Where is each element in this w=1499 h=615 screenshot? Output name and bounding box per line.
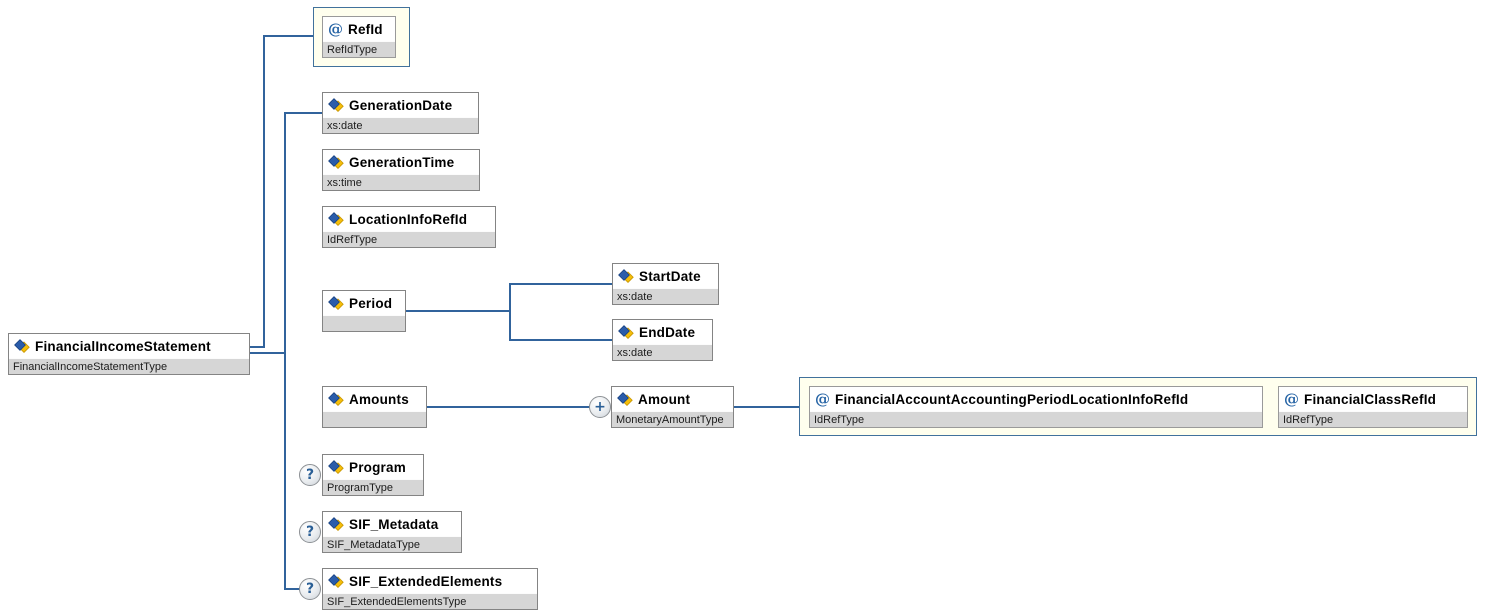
node-name: RefId <box>348 21 383 37</box>
node-name: SIF_ExtendedElements <box>349 573 503 589</box>
attribute-node-financial-account-accounting-period-location-info-refid[interactable]: @ FinancialAccountAccountingPeriodLocati… <box>809 386 1263 428</box>
element-node-generation-time[interactable]: GenerationTime xs:time <box>322 149 480 191</box>
node-name: FinancialClassRefId <box>1304 391 1437 407</box>
element-icon <box>328 574 344 588</box>
element-node-location-info-refid[interactable]: LocationInfoRefId IdRefType <box>322 206 496 248</box>
attribute-group-refid: @ RefId RefIdType <box>313 7 410 67</box>
node-title: SIF_ExtendedElements <box>323 569 537 593</box>
node-title: @ FinancialAccountAccountingPeriodLocati… <box>810 387 1262 411</box>
element-icon <box>617 392 633 406</box>
node-name: LocationInfoRefId <box>349 211 468 227</box>
element-icon <box>618 325 634 339</box>
node-title: GenerationTime <box>323 150 479 174</box>
element-icon <box>328 155 344 169</box>
node-name: GenerationTime <box>349 154 455 170</box>
node-name: EndDate <box>639 324 696 340</box>
element-node-sif-extended-elements[interactable]: SIF_ExtendedElements SIF_ExtendedElement… <box>322 568 538 610</box>
node-type <box>323 411 426 427</box>
node-type: xs:time <box>323 174 479 190</box>
element-node-period[interactable]: Period <box>322 290 406 332</box>
node-title: StartDate <box>613 264 718 288</box>
connector-root-to-refid <box>248 35 313 348</box>
node-title: LocationInfoRefId <box>323 207 495 231</box>
connector-child-trunk <box>284 112 322 590</box>
attribute-at-icon: @ <box>1284 389 1299 408</box>
node-title: GenerationDate <box>323 93 478 117</box>
node-name: FinancialAccountAccountingPeriodLocation… <box>835 391 1189 407</box>
node-name: Program <box>349 459 406 475</box>
node-type: SIF_ExtendedElementsType <box>323 593 537 609</box>
node-name: Period <box>349 295 393 311</box>
node-type: xs:date <box>613 344 712 360</box>
attribute-node-financial-class-refid[interactable]: @ FinancialClassRefId IdRefType <box>1278 386 1468 428</box>
element-icon <box>328 392 344 406</box>
optional-badge: ? <box>299 464 321 486</box>
node-title: Amount <box>612 387 733 411</box>
node-type: ProgramType <box>323 479 423 495</box>
attribute-at-icon: @ <box>815 389 830 408</box>
element-icon <box>14 339 30 353</box>
element-icon <box>328 460 344 474</box>
attribute-node-refid[interactable]: @ RefId RefIdType <box>322 16 396 58</box>
element-node-financial-income-statement[interactable]: FinancialIncomeStatement FinancialIncome… <box>8 333 250 375</box>
node-title: Period <box>323 291 405 315</box>
attribute-group-amount: @ FinancialAccountAccountingPeriodLocati… <box>799 377 1477 436</box>
node-type: IdRefType <box>323 231 495 247</box>
repeat-badge: + <box>589 396 611 418</box>
node-name: Amounts <box>349 391 409 407</box>
node-name: SIF_Metadata <box>349 516 439 532</box>
element-icon <box>328 98 344 112</box>
element-node-sif-metadata[interactable]: SIF_Metadata SIF_MetadataType <box>322 511 462 553</box>
element-node-amounts[interactable]: Amounts <box>322 386 427 428</box>
element-node-start-date[interactable]: StartDate xs:date <box>612 263 719 305</box>
element-icon <box>328 212 344 226</box>
node-name: FinancialIncomeStatement <box>35 338 211 354</box>
element-node-end-date[interactable]: EndDate xs:date <box>612 319 713 361</box>
element-icon <box>328 296 344 310</box>
node-name: GenerationDate <box>349 97 453 113</box>
element-node-amount[interactable]: Amount MonetaryAmountType <box>611 386 734 428</box>
element-node-program[interactable]: Program ProgramType <box>322 454 424 496</box>
node-title: SIF_Metadata <box>323 512 461 536</box>
node-type: MonetaryAmountType <box>612 411 733 427</box>
optional-badge: ? <box>299 521 321 543</box>
node-name: Amount <box>638 391 691 407</box>
node-type: FinancialIncomeStatementType <box>9 358 249 374</box>
node-title: @ RefId <box>323 17 395 41</box>
connector-period-children <box>509 283 612 341</box>
element-icon <box>618 269 634 283</box>
element-icon <box>328 517 344 531</box>
node-type: IdRefType <box>810 411 1262 427</box>
attribute-at-icon: @ <box>328 19 343 38</box>
node-type <box>323 315 405 331</box>
node-title: @ FinancialClassRefId <box>1279 387 1467 411</box>
node-type: xs:date <box>613 288 718 304</box>
node-title: Amounts <box>323 387 426 411</box>
node-type: SIF_MetadataType <box>323 536 461 552</box>
element-node-generation-date[interactable]: GenerationDate xs:date <box>322 92 479 134</box>
node-title: EndDate <box>613 320 712 344</box>
node-title: Program <box>323 455 423 479</box>
node-title: FinancialIncomeStatement <box>9 334 249 358</box>
node-type: RefIdType <box>323 41 395 57</box>
node-type: xs:date <box>323 117 478 133</box>
node-type: IdRefType <box>1279 411 1467 427</box>
optional-badge: ? <box>299 578 321 600</box>
node-name: StartDate <box>639 268 701 284</box>
